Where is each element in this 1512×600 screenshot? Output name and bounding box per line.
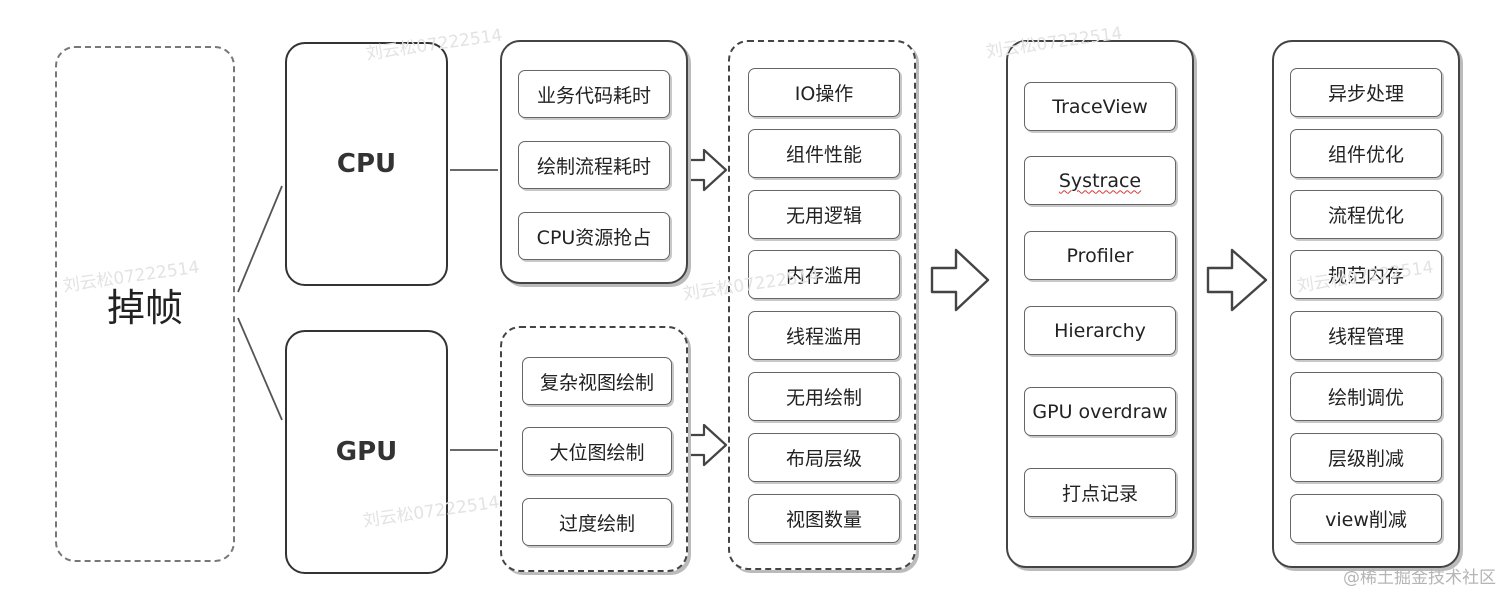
cause-label-gpu: GPU <box>335 437 398 467</box>
solution-item: 流程优化 <box>1290 190 1442 239</box>
solution-item: 线程管理 <box>1290 311 1442 360</box>
solution-item: 层级削减 <box>1290 433 1442 482</box>
gpu-detail-item: 过度绘制 <box>522 498 672 546</box>
factor-item: 无用绘制 <box>748 372 900 421</box>
factor-item: 无用逻辑 <box>748 190 900 239</box>
source-credit: @稀土掘金技术社区 <box>1343 568 1496 588</box>
connector-root-gpu <box>237 317 283 421</box>
solution-group <box>1272 40 1460 568</box>
solution-item: 异步处理 <box>1290 68 1442 117</box>
cpu-detail-item: CPU资源抢占 <box>518 212 670 260</box>
tool-item: 打点记录 <box>1024 468 1176 517</box>
tool-item: Profiler <box>1024 231 1176 280</box>
gpu-detail-item: 大位图绘制 <box>522 427 672 475</box>
solution-item: view削减 <box>1290 494 1442 543</box>
factor-item: 线程滥用 <box>748 311 900 360</box>
cpu-detail-item: 绘制流程耗时 <box>518 141 670 189</box>
arrow-right-icon <box>686 423 728 467</box>
root-node: 掉帧 <box>55 46 235 562</box>
solution-item: 组件优化 <box>1290 129 1442 178</box>
cause-node-cpu: CPU <box>285 42 448 286</box>
cause-label-cpu: CPU <box>336 149 397 179</box>
arrow-right-icon <box>686 148 728 192</box>
tool-item: TraceView <box>1024 82 1176 131</box>
cpu-detail-item: 业务代码耗时 <box>518 70 670 118</box>
solution-item: 规范内存 <box>1290 250 1442 299</box>
tool-item: Hierarchy <box>1024 306 1176 355</box>
connector-root-cpu <box>237 185 283 293</box>
gpu-detail-item: 复杂视图绘制 <box>522 357 672 405</box>
factor-item: 组件性能 <box>748 129 900 178</box>
solution-item: 绘制调优 <box>1290 372 1442 421</box>
tool-item: GPU overdraw <box>1024 387 1176 436</box>
factor-group <box>728 40 916 570</box>
factor-item: 布局层级 <box>748 433 900 482</box>
arrow-right-icon <box>930 248 990 312</box>
root-label: 掉帧 <box>106 285 183 330</box>
factor-item: IO操作 <box>748 68 900 117</box>
cause-node-gpu: GPU <box>285 330 448 574</box>
factor-item: 视图数量 <box>748 494 900 543</box>
factor-item: 内存滥用 <box>748 250 900 299</box>
arrow-right-icon <box>1206 248 1268 312</box>
tool-item: Systrace <box>1024 156 1176 205</box>
